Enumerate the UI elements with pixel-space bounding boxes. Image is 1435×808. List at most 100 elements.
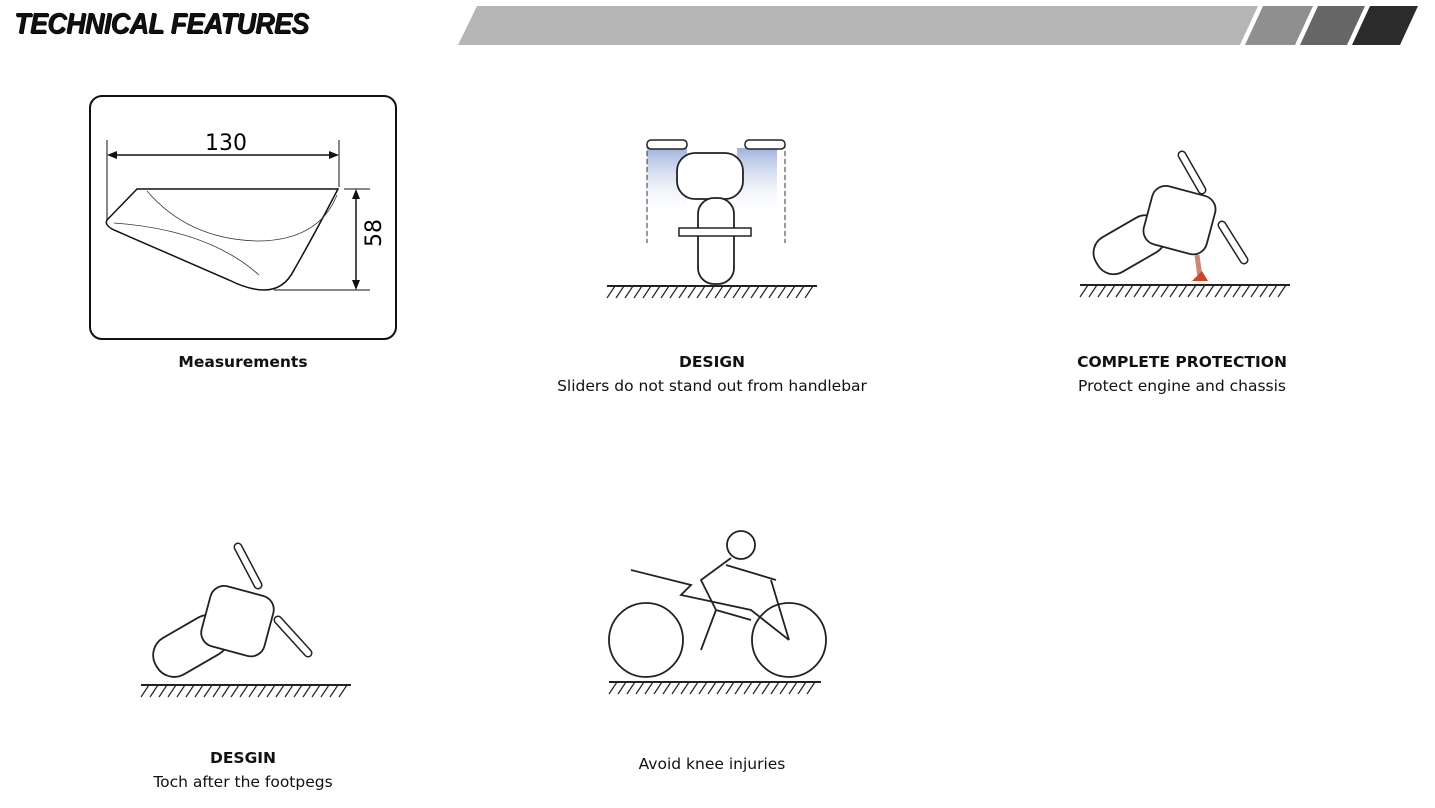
ground-hatch bbox=[743, 681, 753, 695]
ground-hatch bbox=[320, 684, 330, 698]
ground-hatch bbox=[662, 681, 672, 695]
ground-hatch bbox=[1151, 284, 1161, 298]
ground-hatch bbox=[266, 684, 276, 698]
ground-hatch bbox=[734, 681, 744, 695]
ground-hatch bbox=[230, 684, 240, 698]
ground-hatch bbox=[606, 285, 616, 299]
ground-hatch bbox=[642, 285, 652, 299]
feature-subtitle: Avoid knee injuries bbox=[638, 755, 786, 773]
ground-hatch bbox=[795, 285, 805, 299]
ground-hatch bbox=[770, 681, 780, 695]
ground-hatch bbox=[1241, 284, 1251, 298]
ground-hatch bbox=[732, 285, 742, 299]
ground-hatch bbox=[752, 681, 762, 695]
ground-hatch bbox=[804, 285, 814, 299]
ground-hatch bbox=[203, 684, 213, 698]
ground-hatch bbox=[786, 285, 796, 299]
ground-hatch bbox=[705, 285, 715, 299]
ground-hatch bbox=[257, 684, 267, 698]
feature-design-caption: DESIGN Sliders do not stand out from hand… bbox=[482, 353, 942, 395]
ground-hatch bbox=[1115, 284, 1125, 298]
ground-hatch bbox=[1133, 284, 1143, 298]
ground-hatch bbox=[716, 681, 726, 695]
ground-hatch bbox=[759, 285, 769, 299]
ground-hatch bbox=[329, 684, 339, 698]
ground-hatch bbox=[714, 285, 724, 299]
ground-hatch bbox=[302, 684, 312, 698]
ground-hatch bbox=[1187, 284, 1197, 298]
ground-hatch bbox=[1106, 284, 1116, 298]
fallen-bike-footpeg-illustration bbox=[140, 542, 351, 698]
rider-knee-illustration bbox=[608, 530, 827, 695]
ground-hatch bbox=[1196, 284, 1206, 298]
ground-hatch bbox=[660, 285, 670, 299]
height-dimension: 58 bbox=[362, 219, 387, 247]
ground-hatch bbox=[176, 684, 186, 698]
ground-hatch bbox=[615, 285, 625, 299]
ground-hatch bbox=[653, 681, 663, 695]
ground-hatch bbox=[1205, 284, 1215, 298]
ground-hatch bbox=[1259, 284, 1269, 298]
feature-knee-caption: Avoid knee injuries bbox=[482, 749, 942, 773]
ground-hatch bbox=[644, 681, 654, 695]
ground-hatch bbox=[1169, 284, 1179, 298]
ground-hatch bbox=[617, 681, 627, 695]
ground-hatch bbox=[680, 681, 690, 695]
feature-title: DESIGN bbox=[678, 353, 746, 371]
ground-hatch bbox=[671, 681, 681, 695]
ground-hatch bbox=[185, 684, 195, 698]
ground-hatch bbox=[1232, 284, 1242, 298]
feature-subtitle: Sliders do not stand out from handlebar bbox=[557, 377, 867, 395]
ground-hatch bbox=[687, 285, 697, 299]
ground-hatch bbox=[1124, 284, 1134, 298]
ground-hatch bbox=[1079, 284, 1089, 298]
ground-hatch bbox=[338, 684, 348, 698]
ground-hatch bbox=[797, 681, 807, 695]
header-stripe-banner bbox=[458, 6, 1418, 45]
ground-hatch bbox=[158, 684, 168, 698]
ground-hatch bbox=[750, 285, 760, 299]
ground-hatch bbox=[1223, 284, 1233, 298]
ground-hatch bbox=[608, 681, 618, 695]
ground-hatch bbox=[626, 681, 636, 695]
ground-hatch bbox=[1268, 284, 1278, 298]
ground-hatch bbox=[275, 684, 285, 698]
ground-hatch bbox=[806, 681, 816, 695]
ground-hatch bbox=[633, 285, 643, 299]
ground-hatch bbox=[669, 285, 679, 299]
ground-hatch bbox=[779, 681, 789, 695]
ground-hatch bbox=[1160, 284, 1170, 298]
ground-hatch bbox=[1250, 284, 1260, 298]
ground-hatch bbox=[698, 681, 708, 695]
ground-hatch bbox=[239, 684, 249, 698]
ground-hatch bbox=[678, 285, 688, 299]
width-dimension: 130 bbox=[205, 131, 247, 156]
ground-hatch bbox=[635, 681, 645, 695]
ground-hatch bbox=[768, 285, 778, 299]
ground-hatch bbox=[725, 681, 735, 695]
ground-hatch bbox=[1214, 284, 1224, 298]
front-view-illustration bbox=[606, 139, 817, 299]
feature-title: DESGIN bbox=[209, 749, 277, 767]
ground-hatch bbox=[212, 684, 222, 698]
feature-title: Measurements bbox=[178, 353, 308, 371]
feature-footpegs-caption: DESGIN Toch after the footpegs bbox=[13, 749, 473, 791]
ground-hatch bbox=[689, 681, 699, 695]
page-title: TECHNICAL FEATURES bbox=[14, 8, 309, 40]
ground-hatch bbox=[167, 684, 177, 698]
ground-hatch bbox=[777, 285, 787, 299]
ground-hatch bbox=[707, 681, 717, 695]
feature-measurements-caption: Measurements bbox=[13, 353, 473, 371]
ground-hatch bbox=[723, 285, 733, 299]
ground-hatch bbox=[140, 684, 150, 698]
ground-hatch bbox=[1097, 284, 1107, 298]
feature-title: COMPLETE PROTECTION bbox=[1077, 353, 1287, 371]
feature-subtitle: Toch after the footpegs bbox=[153, 773, 333, 791]
measurement-diagram: 130 58 bbox=[89, 95, 397, 340]
ground-hatch bbox=[624, 285, 634, 299]
ground-hatch bbox=[149, 684, 159, 698]
ground-hatch bbox=[651, 285, 661, 299]
ground-hatch bbox=[1277, 284, 1287, 298]
ground-hatch bbox=[696, 285, 706, 299]
